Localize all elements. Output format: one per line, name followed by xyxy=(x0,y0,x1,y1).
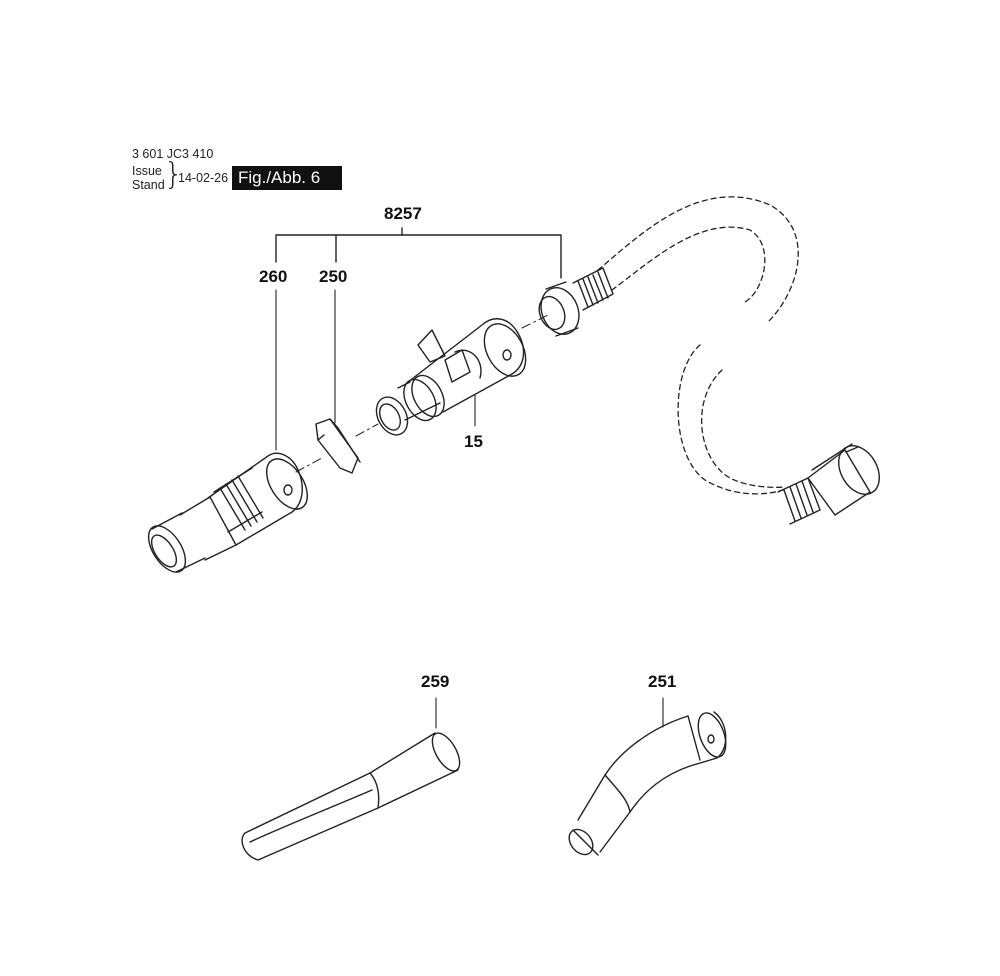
hose-sleeve-top xyxy=(538,267,614,337)
callout-8257: 8257 xyxy=(384,204,422,223)
brace-glyph: } xyxy=(164,157,184,192)
callout-259: 259 xyxy=(421,672,450,691)
axis-lines xyxy=(295,314,549,473)
hose-dashed xyxy=(597,196,799,495)
callout-260: 260 xyxy=(259,267,288,286)
adapter-part-15 xyxy=(375,318,527,436)
callout-251: 251 xyxy=(648,672,677,691)
part-number: 3 601 JC3 410 xyxy=(132,147,214,161)
nozzle-part-260 xyxy=(147,452,309,573)
callout-15: 15 xyxy=(464,432,483,451)
issue-date: 14-02-26 xyxy=(178,171,229,185)
assembly-bracket xyxy=(275,227,562,279)
hose-end-bottom xyxy=(777,443,880,525)
stand-label: Stand xyxy=(132,178,165,192)
crevice-nozzle-part-259 xyxy=(241,732,461,861)
figure-label: Fig./Abb. 6 xyxy=(232,166,342,190)
issue-label: Issue xyxy=(132,164,162,178)
clip-part-250 xyxy=(315,418,361,474)
leader-lines xyxy=(275,289,664,729)
callout-250: 250 xyxy=(319,267,348,286)
elbow-part-251 xyxy=(568,711,727,856)
